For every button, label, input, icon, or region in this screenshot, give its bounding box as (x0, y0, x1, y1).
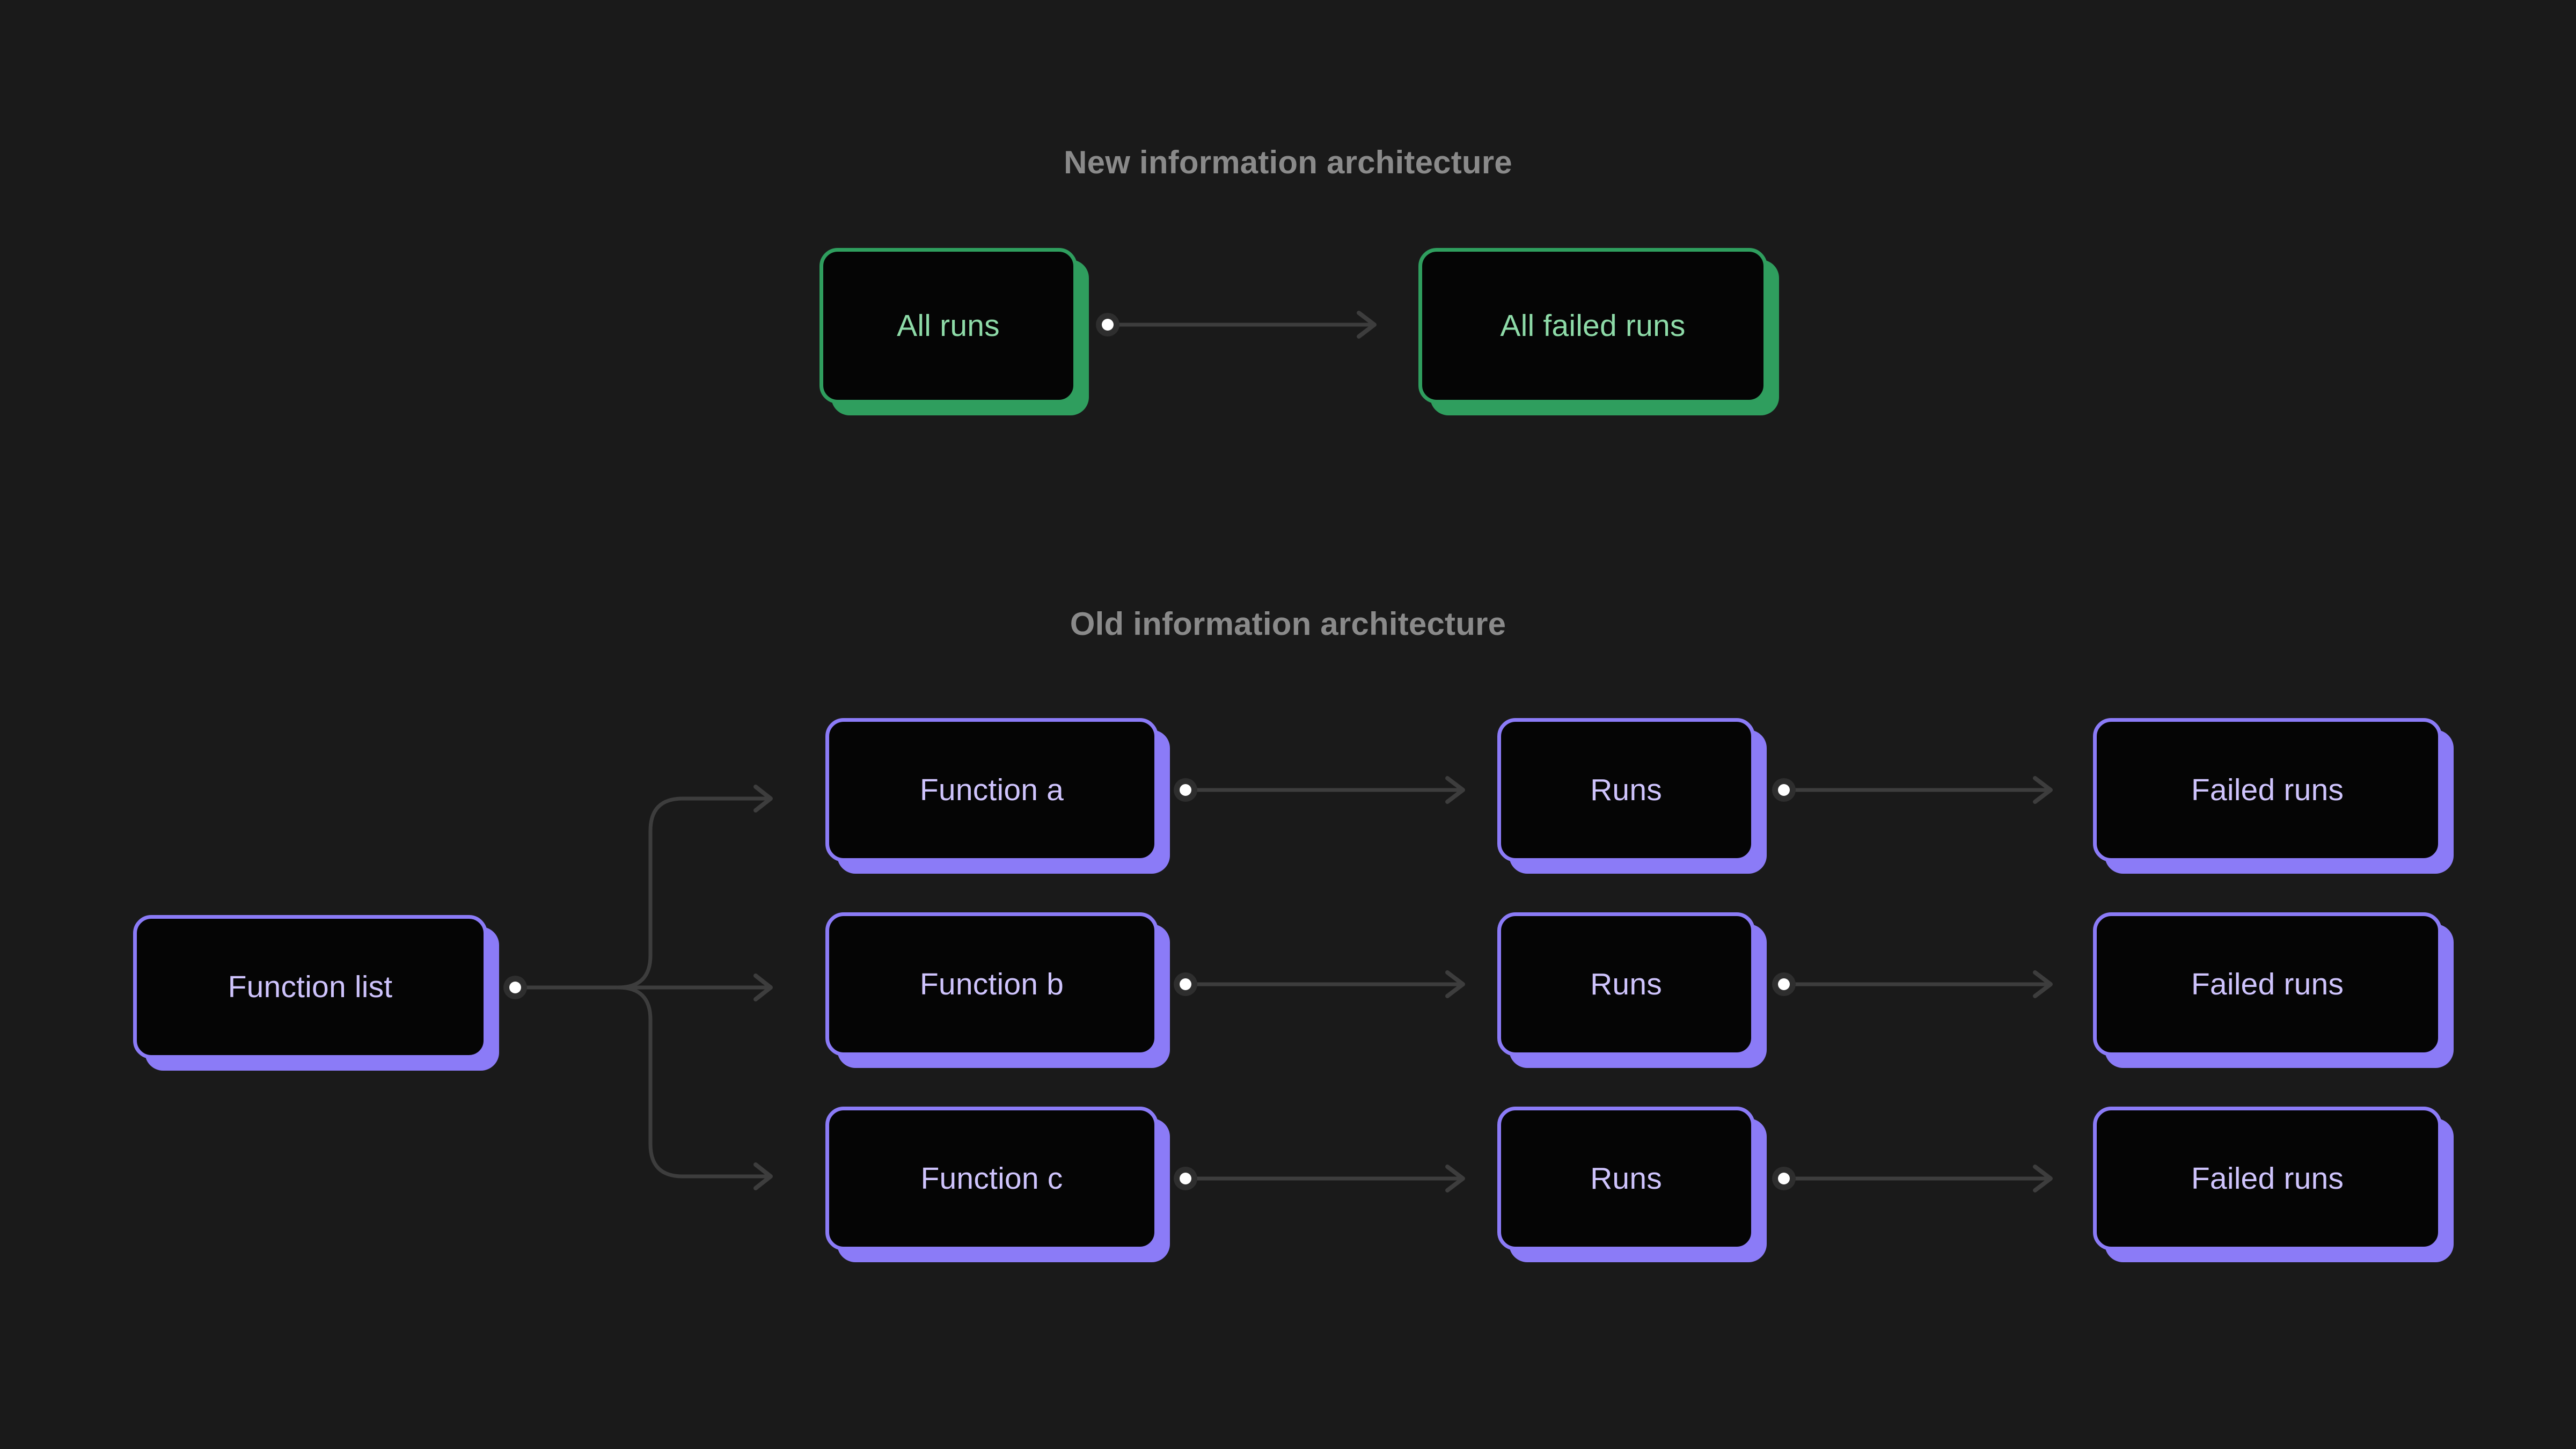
node-failed-runs-b[interactable]: Failed runs (2093, 912, 2454, 1068)
connector-runs-b-to-failed-runs-b (1772, 970, 2053, 998)
section-title-old: Old information architecture (1070, 606, 1506, 642)
node-face: All runs (819, 248, 1077, 404)
node-label: Failed runs (2191, 967, 2344, 1001)
connector-dot (1778, 978, 1790, 990)
node-face: All failed runs (1418, 248, 1767, 404)
node-face: Function c (825, 1107, 1158, 1250)
node-label: All runs (897, 308, 1000, 343)
connector-dot (1180, 978, 1191, 990)
node-face: Runs (1497, 912, 1755, 1056)
node-label: Function c (920, 1161, 1063, 1196)
node-function-c[interactable]: Function c (825, 1107, 1170, 1262)
node-runs-c[interactable]: Runs (1497, 1107, 1767, 1262)
node-label: Runs (1590, 1161, 1662, 1196)
node-face: Failed runs (2093, 912, 2442, 1056)
connector-function-list-branch (503, 785, 773, 1190)
node-runs-a[interactable]: Runs (1497, 718, 1767, 874)
connector-runs-c-to-failed-runs-c (1772, 1165, 2053, 1192)
connector-all-runs-to-all-failed-runs (1096, 311, 1377, 339)
node-all-runs[interactable]: All runs (819, 248, 1089, 415)
node-failed-runs-c[interactable]: Failed runs (2093, 1107, 2454, 1262)
connector-dot (1180, 1173, 1191, 1184)
node-all-failed-runs[interactable]: All failed runs (1418, 248, 1779, 415)
node-label: Failed runs (2191, 772, 2344, 807)
connector-dot (1102, 319, 1114, 331)
node-label: Function a (919, 772, 1064, 807)
connector-dot (1180, 784, 1191, 796)
node-label: Function b (919, 967, 1064, 1001)
node-runs-b[interactable]: Runs (1497, 912, 1767, 1068)
node-face: Function b (825, 912, 1158, 1056)
node-face: Failed runs (2093, 1107, 2442, 1250)
connector-dot (1778, 1173, 1790, 1184)
node-label: Runs (1590, 772, 1662, 807)
node-face: Runs (1497, 718, 1755, 862)
connector-function-b-to-runs-b (1174, 970, 1465, 998)
node-function-a[interactable]: Function a (825, 718, 1170, 874)
connector-function-a-to-runs-a (1174, 776, 1465, 804)
node-label: Function list (228, 969, 393, 1004)
connector-function-c-to-runs-c (1174, 1165, 1465, 1192)
node-failed-runs-a[interactable]: Failed runs (2093, 718, 2454, 874)
node-label: Failed runs (2191, 1161, 2344, 1196)
section-title-new: New information architecture (1064, 144, 1512, 180)
connector-runs-a-to-failed-runs-a (1772, 776, 2053, 804)
node-face: Function list (133, 915, 487, 1059)
node-label: Runs (1590, 967, 1662, 1001)
node-function-b[interactable]: Function b (825, 912, 1170, 1068)
node-face: Failed runs (2093, 718, 2442, 862)
node-function-list[interactable]: Function list (133, 915, 499, 1071)
connector-dot (509, 982, 521, 993)
connector-dot (1778, 784, 1790, 796)
node-face: Function a (825, 718, 1158, 862)
node-label: All failed runs (1500, 308, 1686, 343)
node-face: Runs (1497, 1107, 1755, 1250)
